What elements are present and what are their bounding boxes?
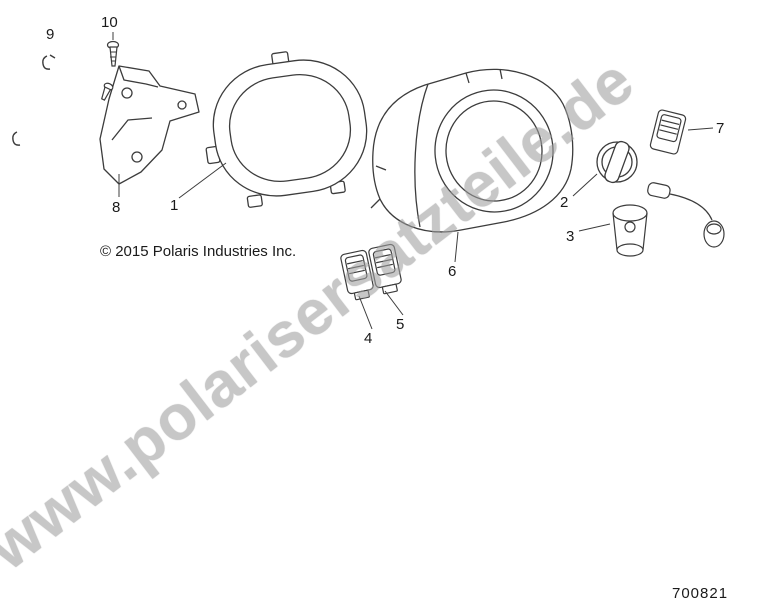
callout-label-10: 10 bbox=[101, 14, 118, 31]
gauge-bezel-part-1 bbox=[205, 51, 368, 208]
callout-label-1: 1 bbox=[170, 197, 179, 214]
socket-and-cap-part-3 bbox=[612, 182, 725, 257]
part-number: 700821 bbox=[672, 585, 729, 602]
screw-part-10b bbox=[100, 82, 114, 101]
callout-label-5: 5 bbox=[396, 316, 405, 333]
copyright-text: © 2015 Polaris Industries Inc. bbox=[100, 243, 297, 260]
rocker-switch-part-4 bbox=[340, 249, 374, 301]
callout-label-6: 6 bbox=[448, 263, 457, 280]
screw-part-10a bbox=[106, 40, 120, 67]
leader-lines bbox=[112, 32, 714, 330]
clip-part-9b bbox=[12, 131, 21, 146]
callout-label-3: 3 bbox=[566, 228, 575, 245]
callout-label-4: 4 bbox=[364, 330, 373, 347]
callout-label-8: 8 bbox=[112, 199, 121, 216]
rocker-switch-part-5 bbox=[368, 243, 402, 295]
clip-part-9a bbox=[42, 54, 56, 70]
cluster-hood-part-6 bbox=[370, 68, 574, 233]
ignition-knob-part-2 bbox=[596, 140, 638, 184]
callout-label-2: 2 bbox=[560, 194, 569, 211]
callout-label-9: 9 bbox=[46, 26, 55, 43]
callout-label-7: 7 bbox=[716, 120, 725, 137]
mounting-bracket-part-8 bbox=[99, 65, 200, 185]
rocker-switch-part-7 bbox=[649, 109, 687, 155]
